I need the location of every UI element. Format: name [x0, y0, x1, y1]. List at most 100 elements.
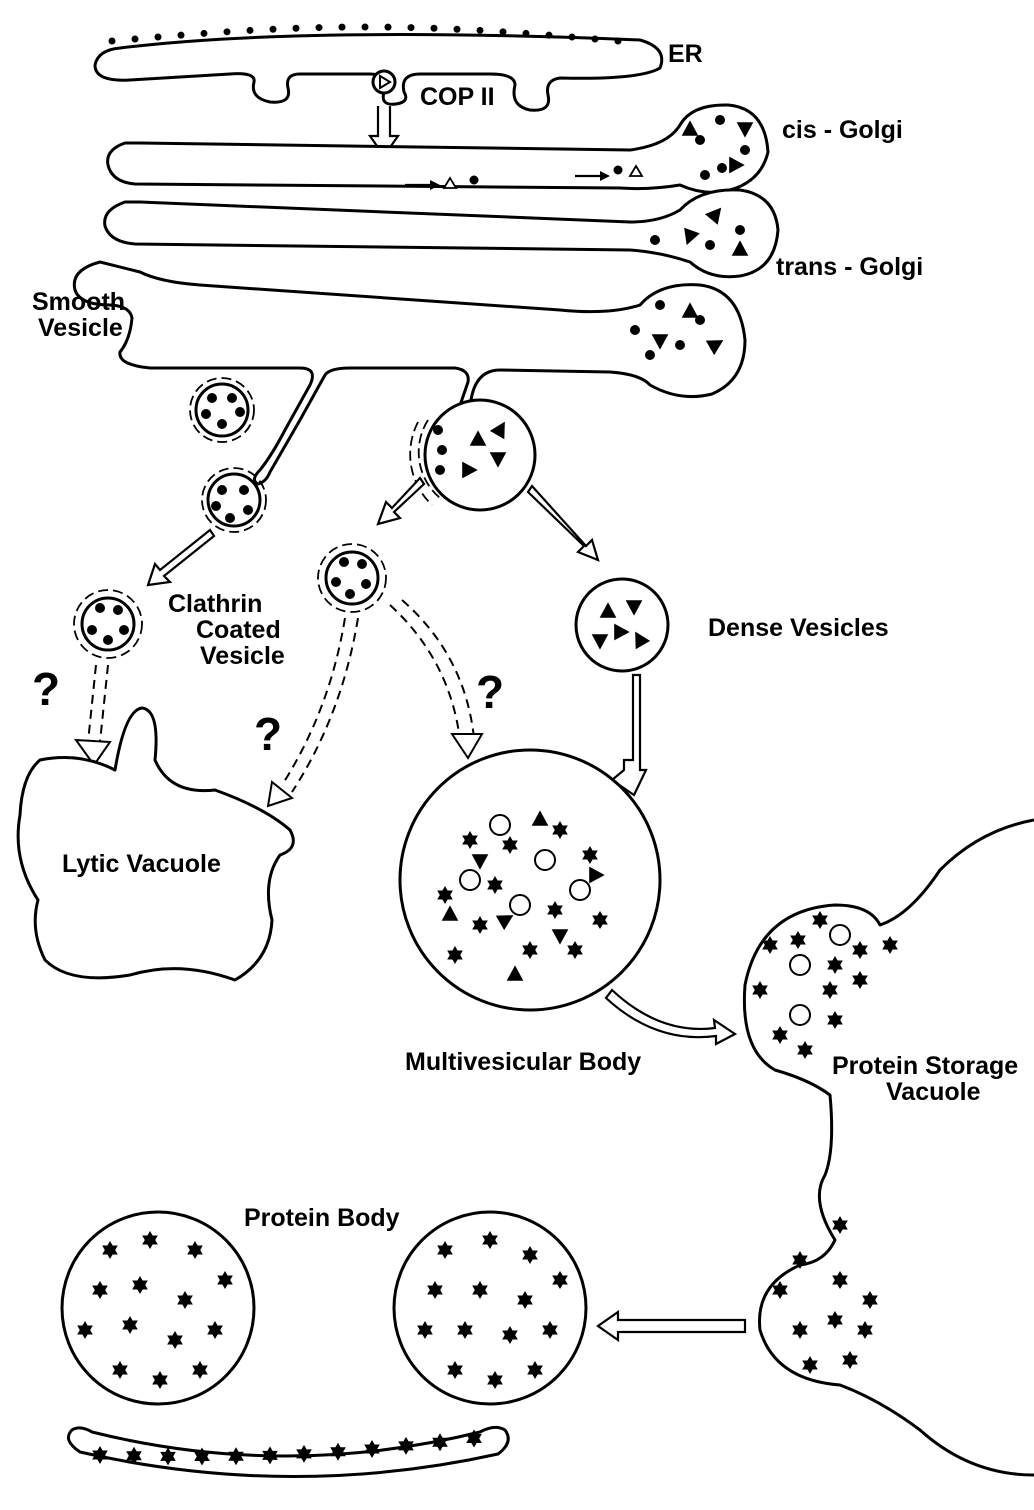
question-mark-1: ? — [32, 663, 60, 715]
lytic-vacuole-label: Lytic Vacuole — [62, 850, 221, 878]
cargo-dot — [695, 135, 705, 145]
trans-golgi-network — [74, 262, 745, 484]
internal-vesicle — [790, 1005, 810, 1025]
question-mark-3: ? — [476, 666, 504, 718]
ribosome-dot — [477, 27, 484, 34]
cargo-dot — [645, 350, 655, 360]
cargo-dot — [103, 635, 113, 645]
arrow-to-clathrin-vesicle — [148, 530, 214, 585]
internal-vesicle — [490, 815, 510, 835]
cargo-dot — [331, 577, 341, 587]
dense-vesicles-label: Dense Vesicles — [708, 614, 889, 642]
psv-label-2: Vacuole — [886, 1078, 981, 1106]
ribosome-dot — [615, 38, 622, 45]
arrow-to-mvb — [612, 675, 646, 795]
cargo-dot — [655, 300, 665, 310]
ribosome-dot — [178, 32, 185, 39]
dashed-path-2a — [282, 618, 345, 785]
ribosome-dot — [201, 30, 208, 37]
cargo-dot — [217, 485, 227, 495]
cis-golgi-label: cis - Golgi — [782, 116, 903, 144]
budding-dense-vesicle — [410, 400, 535, 510]
cargo-dot — [630, 325, 640, 335]
ribosome-dot — [431, 25, 438, 32]
cargo-dot — [211, 501, 221, 511]
ribosome-dot — [132, 36, 139, 43]
cargo-dot — [675, 340, 685, 350]
cargo-dot — [700, 170, 710, 180]
ribosome-dot — [109, 38, 116, 45]
internal-vesicle — [570, 880, 590, 900]
protein-body-label: Protein Body — [244, 1204, 400, 1232]
internal-vesicle — [460, 870, 480, 890]
arrow-to-psv — [606, 990, 735, 1044]
cargo-dot — [735, 225, 745, 235]
clathrin-coated-vesicle-left — [74, 590, 142, 658]
psv-label-1: Protein Storage — [832, 1052, 1018, 1080]
multivesicular-body — [400, 750, 660, 1010]
cop2-label: COP II — [420, 83, 495, 111]
ribosome-dot — [155, 34, 162, 41]
cargo-dot — [705, 240, 715, 250]
ribosome-dot — [592, 36, 599, 43]
cargo-dot — [361, 579, 371, 589]
arrow-to-protein-body — [598, 1312, 745, 1340]
cargo-dot — [345, 589, 355, 599]
cargo-dot — [437, 445, 447, 455]
cargo-dot — [650, 235, 660, 245]
dashed-path-2b — [292, 618, 358, 792]
multivesicular-body-label: Multivesicular Body — [405, 1048, 641, 1076]
clathrin-label-1: Clathrin — [168, 590, 262, 618]
clathrin-coated-vesicle-middle — [318, 544, 386, 612]
smooth-vesicle-label-2: Vesicle — [38, 314, 123, 342]
ribosome-dot — [569, 34, 576, 41]
question-mark-2: ? — [254, 708, 282, 760]
ribosome-dot — [362, 24, 369, 31]
clathrin-label-2: Coated — [196, 616, 281, 644]
er-membrane — [95, 24, 662, 111]
cargo-dot — [95, 603, 105, 613]
ribosome-dot — [523, 30, 530, 37]
lytic-vacuole — [18, 708, 293, 980]
dense-vesicle — [576, 579, 668, 671]
ribosome-dot — [408, 24, 415, 31]
cargo-dot — [235, 407, 245, 417]
internal-vesicle — [790, 955, 810, 975]
ribosome-dot — [339, 24, 346, 31]
dashed-path-1b — [100, 665, 108, 742]
cargo-dot — [225, 513, 235, 523]
dashed-path-1a — [88, 665, 96, 742]
clathrin-label-3: Vesicle — [200, 642, 285, 670]
cargo-dot — [87, 625, 97, 635]
cargo-dot — [717, 163, 727, 173]
ribosome-dot — [247, 27, 254, 34]
ribosome-dot — [270, 26, 277, 33]
cargo-dot — [433, 425, 443, 435]
ribosome-dot — [293, 25, 300, 32]
ribosome-dot — [316, 24, 323, 31]
arrow-to-middle-vesicle — [378, 478, 424, 524]
cargo-dot — [339, 557, 349, 567]
cargo-dot — [715, 115, 725, 125]
arrow-to-dense-vesicle — [528, 486, 598, 560]
ribosome-dot — [385, 24, 392, 31]
protein-storage-vacuole — [744, 820, 1034, 1475]
cargo-dot — [217, 419, 227, 429]
cargo-dot — [201, 409, 211, 419]
cop2-vesicle — [373, 71, 395, 93]
smooth-vesicle-label-1: Smooth — [32, 288, 125, 316]
cargo-dot — [740, 145, 750, 155]
er-label: ER — [668, 40, 703, 68]
cargo-dot — [435, 465, 445, 475]
cargo-dot — [357, 559, 367, 569]
ribosome-dot — [454, 26, 461, 33]
cis-golgi-cisterna — [108, 105, 768, 192]
internal-vesicle — [535, 850, 555, 870]
trans-golgi-cisterna — [105, 190, 778, 277]
ribosome-dot — [224, 28, 231, 35]
internal-vesicle — [830, 925, 850, 945]
cargo-dot — [207, 393, 217, 403]
cargo-dot — [119, 625, 129, 635]
cargo-dot — [227, 393, 237, 403]
